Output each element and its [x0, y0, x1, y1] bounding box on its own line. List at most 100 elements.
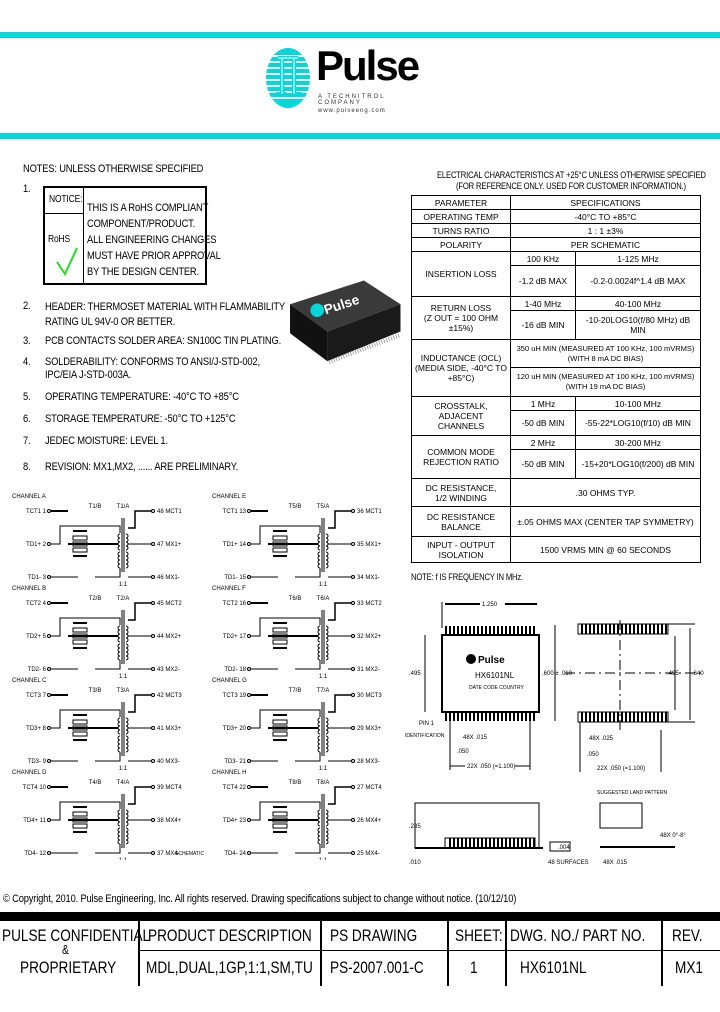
part-number-label: DWG. NO./ PART NO. [510, 926, 646, 945]
note-line: HEADER: THERMOSET MATERIAL WITH FLAMMABI… [45, 301, 285, 313]
param-line: (Z OUT = 100 OHM ±15%) [423, 313, 499, 333]
note-line: RATING UL 94V-0 OR BETTER. [45, 316, 176, 328]
left-pin-label: TD3- 21 [224, 759, 246, 765]
value-cell: -55-22*LOG10(f/10) dB MIN [575, 410, 701, 436]
pin-terminal [151, 785, 155, 789]
component-photo: Pulse [290, 280, 402, 365]
date-code-marking: DATE CODE COUNTRY [469, 685, 524, 691]
right-pin-label: 35 MX1+ [357, 542, 382, 548]
right-pin-label: 45 MCT2 [157, 601, 182, 607]
dim-overall: .600 ± .010 [542, 671, 573, 677]
turns-ratio-label: 1:1 [319, 674, 328, 680]
left-pin-label: TD3+ 8 [26, 726, 47, 732]
pin1-label: PIN 1 [419, 721, 435, 727]
surfaces-label: 48 SURFACES [548, 860, 589, 866]
pin-terminal [247, 509, 251, 513]
choke-coil [272, 725, 288, 731]
left-pin-label: TCT1 1 [26, 509, 47, 515]
param-line: DC RESISTANCE [426, 511, 496, 522]
land-height-dim: .495 [667, 671, 679, 677]
dim-width: 1.250 [482, 602, 498, 608]
mechanical-drawing: Pulse HX6101NL DATE CODE COUNTRY 1.250 .… [405, 602, 705, 866]
pin-terminal [151, 575, 155, 579]
turns-ratio-label: 1:1 [119, 674, 128, 680]
pin-terminal [351, 818, 355, 822]
pin-terminal [351, 509, 355, 513]
choke-coil [72, 547, 88, 553]
left-pin-label: TCT4 10 [23, 785, 47, 791]
table-header: PARAMETER [411, 195, 511, 210]
land-pattern-caption: SUGGESTED LAND PATTERN [597, 790, 667, 796]
pin-terminal [47, 726, 51, 730]
channel-label: CHANNEL F [212, 586, 246, 592]
confidential-label: PULSE CONFIDENTIAL [2, 926, 151, 945]
turns-ratio-label: 1:1 [119, 766, 128, 772]
param-cell: INDUCTANCE (OCL)(MEDIA SIDE, -40°C TO +8… [411, 339, 511, 397]
pin-terminal [351, 601, 355, 605]
pin-terminal [351, 851, 355, 855]
coplanarity-value: .004 [558, 845, 570, 851]
pin-terminal [247, 759, 251, 763]
pin-terminal [47, 693, 51, 697]
pin-terminal [47, 601, 51, 605]
left-pin-label: TCT2 4 [26, 601, 47, 607]
left-pin-label: TD4+ 11 [23, 818, 46, 824]
channel-label: CHANNEL C [12, 678, 47, 684]
turns-ratio-label: 1:1 [119, 582, 128, 588]
right-pin-label: 40 MX3- [157, 759, 180, 765]
notice-line: MUST HAVE PRIOR APPROVAL [87, 250, 221, 262]
choke-coil [272, 627, 288, 633]
choke-coil [272, 633, 288, 639]
param-line: DC RESISTANCE, [425, 482, 497, 493]
left-pin-label: TCT4 22 [223, 785, 247, 791]
rohs-checkmark-icon [56, 247, 78, 276]
electrical-subtitle: (FOR REFERENCE ONLY. USED FOR CUSTOMER I… [456, 181, 686, 191]
notice-line: ALL ENGINEERING CHANGES [87, 234, 217, 246]
title-block-row-divider [138, 950, 720, 951]
part-marking: HX6101NL [475, 671, 515, 680]
param-line: 1/2 WINDING [435, 492, 487, 503]
pin-terminal [351, 759, 355, 763]
param-line: CROSSTALK, ADJACENT [434, 401, 488, 421]
value-cell: 1 : 1 ±3% [510, 223, 701, 238]
ps-drawing-number: PS-2007.001-C [330, 958, 424, 977]
left-pin-label: TCT3 19 [223, 693, 247, 699]
pin-terminal [351, 575, 355, 579]
standoff-dim: .010 [409, 860, 421, 866]
right-pin-label: 43 MX2- [157, 667, 180, 673]
revision: MX1 [675, 958, 703, 977]
right-pin-label: 25 MX4- [357, 851, 380, 857]
schematic-caption: SCHEMATIC [175, 851, 204, 857]
pin-terminal [351, 726, 355, 730]
freq-cell: 1-125 MHz [575, 251, 701, 266]
pin-terminal [151, 634, 155, 638]
pin-terminal [151, 759, 155, 763]
pin-terminal [151, 851, 155, 855]
right-pin-label: 41 MX3+ [157, 726, 182, 732]
value-cell: 350 uH MIN (MEASURED AT 100 KHz, 100 mVR… [510, 339, 701, 368]
inductance-value: 120 uH MIN [516, 372, 557, 381]
note-item: SOLDERABILITY: CONFORMS TO ANSI/J-STD-00… [45, 356, 260, 382]
turns-ratio-label: 1:1 [119, 858, 128, 860]
pin-terminal [247, 634, 251, 638]
transformer-b-label: T7/B [289, 688, 302, 694]
pin-terminal [247, 851, 251, 855]
coplanarity-frame [549, 841, 571, 852]
choke-coil [272, 541, 288, 547]
product-description-label: PRODUCT DESCRIPTION [148, 926, 312, 945]
choke-coil [72, 639, 88, 645]
rohs-label: RoHS [48, 234, 70, 245]
param-line: INPUT - OUTPUT [427, 539, 495, 550]
value-cell: -10-20LOG10(f/80 MHz) dB MIN [575, 310, 701, 340]
left-pin-label: TD1- 15 [224, 575, 246, 581]
note-line: STORAGE TEMPERATURE: -50°C TO +125°C [45, 413, 236, 425]
pin-terminal [247, 726, 251, 730]
right-pin-label: 29 MX3+ [357, 726, 382, 732]
marking-logo-icon [466, 654, 476, 664]
choke-coil [272, 731, 288, 737]
notice-line: BY THE DESIGN CENTER. [87, 266, 199, 278]
